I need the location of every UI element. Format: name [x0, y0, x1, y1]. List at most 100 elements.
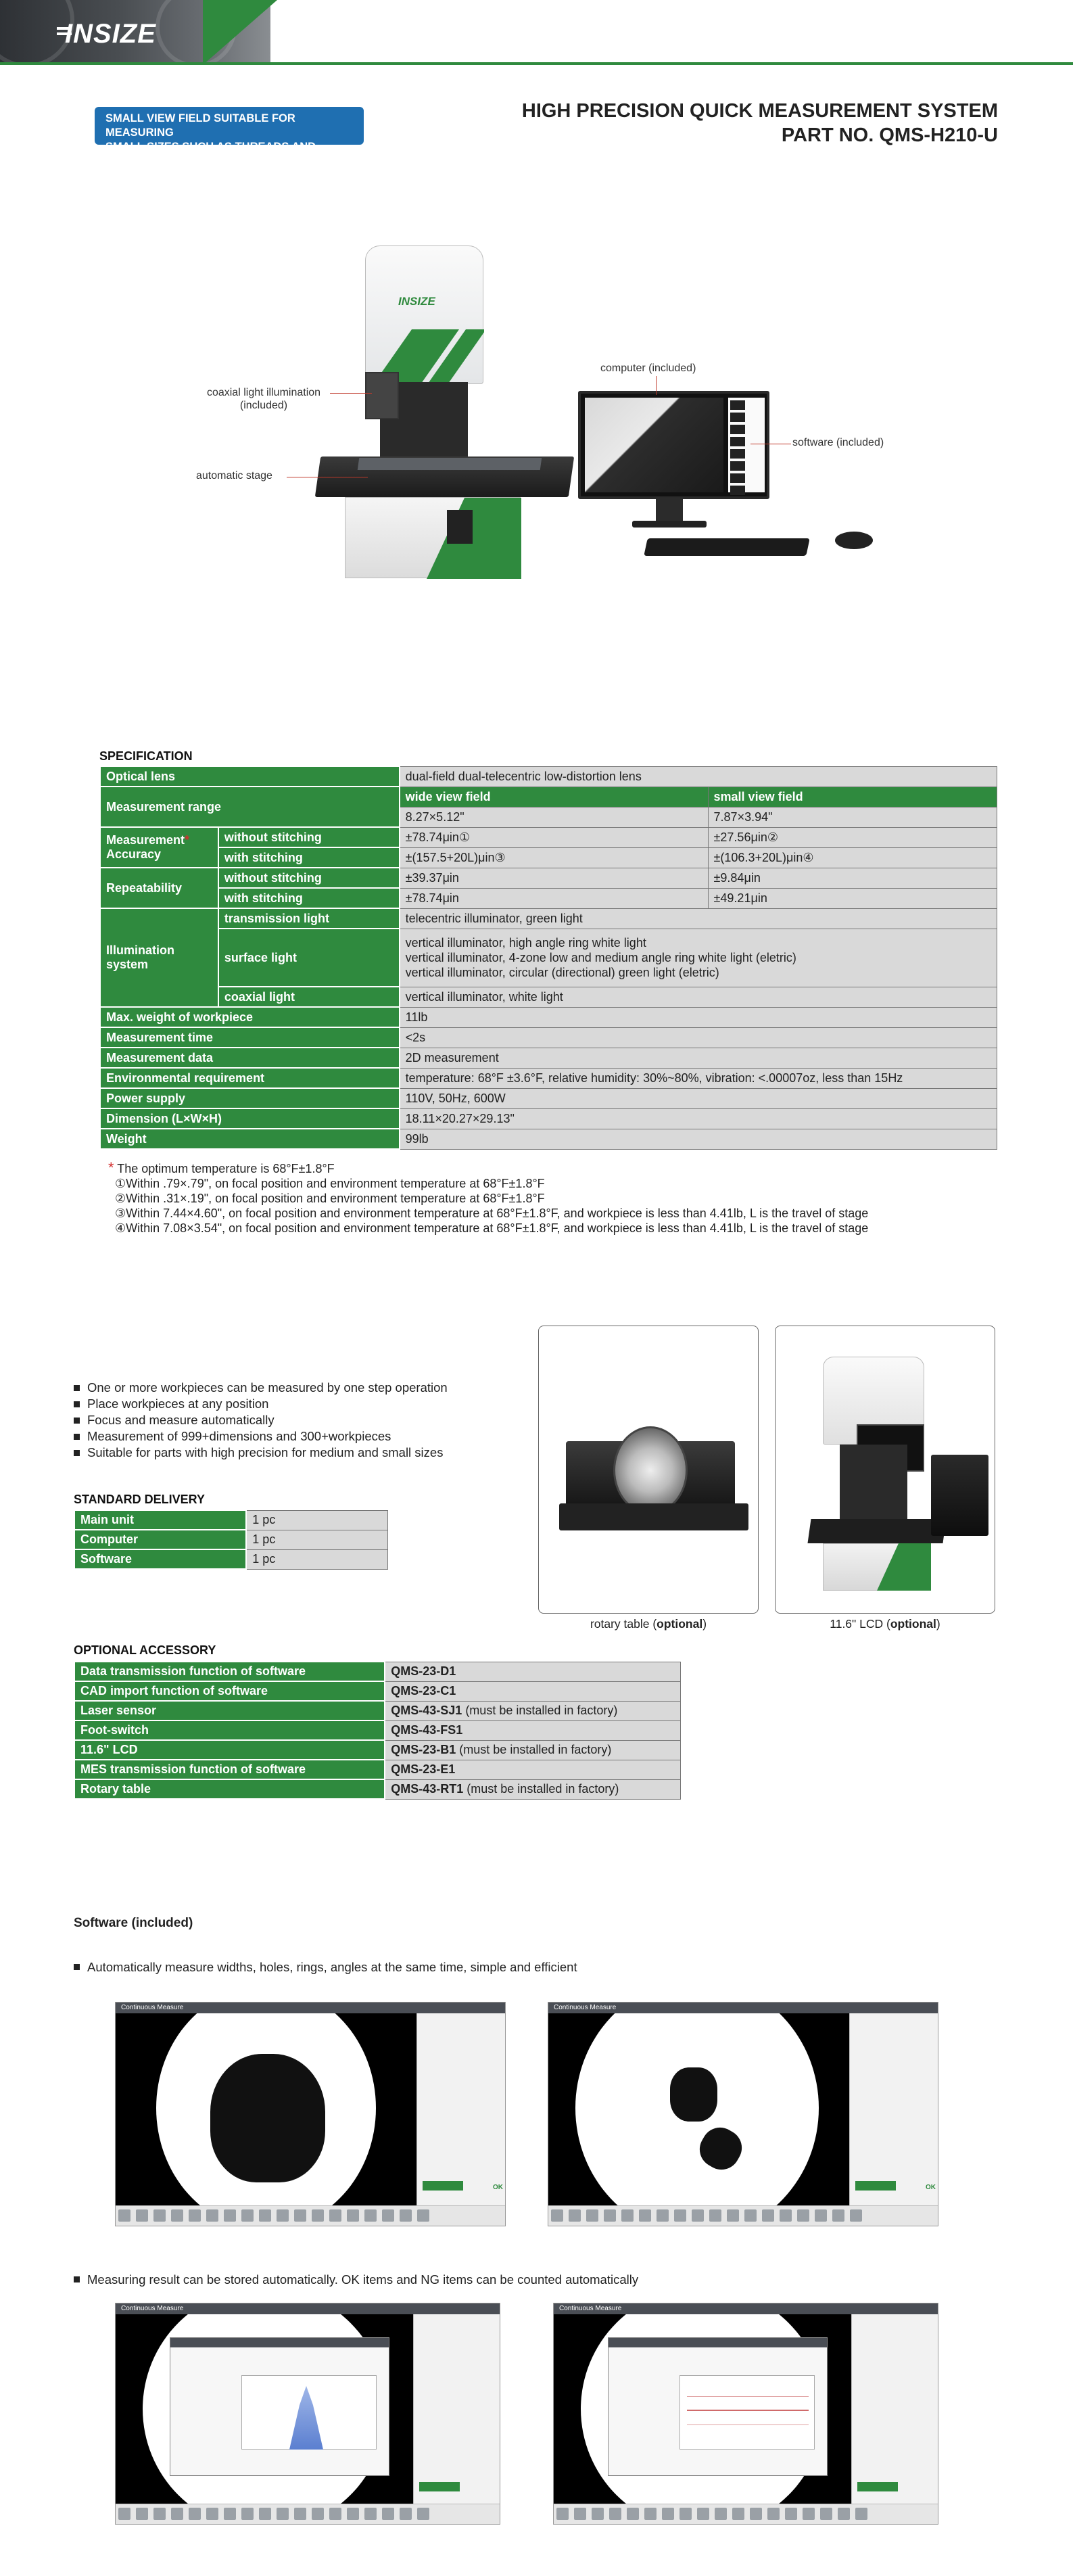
- accessory-code: QMS-43-RT1: [391, 1782, 464, 1796]
- spec-label: Optical lens: [99, 766, 400, 787]
- illumination-label-line-1: Illumination: [106, 943, 174, 957]
- callout-coaxial-line: [330, 393, 372, 394]
- spec-value: ±(106.3+20L)μin④: [707, 847, 998, 868]
- accessory-note: (must be installed in factory): [456, 1743, 612, 1756]
- software-panel: [728, 398, 765, 495]
- spec-value: ±78.74μin: [399, 887, 709, 909]
- histogram-plot: [241, 2375, 377, 2450]
- title-line-2: PART NO. QMS-H210-U: [781, 124, 998, 146]
- spec-footnotes: * The optimum temperature is 68°F±1.8°F …: [108, 1161, 868, 1236]
- software-screenshot-3: Continuous Measure: [115, 2303, 500, 2525]
- surface-value-3: vertical illuminator, circular (directio…: [405, 966, 719, 979]
- specification-heading: SPECIFICATION: [99, 749, 193, 763]
- window-title: Continuous Measure: [121, 2004, 184, 2011]
- spec-sublabel: with stitching: [217, 847, 400, 868]
- rotary-table-caption: rotary table (optional): [538, 1617, 759, 1631]
- lcd-caption-bold: optional: [890, 1617, 936, 1631]
- lcd-caption-text: 11.6" LCD (: [830, 1617, 890, 1631]
- accessory-item: Data transmission function of software: [73, 1661, 386, 1682]
- accessory-item: CAD import function of software: [73, 1681, 386, 1702]
- accessory-code-cell: QMS-23-B1 (must be installed in factory): [384, 1739, 682, 1760]
- spec-sublabel: without stitching: [217, 826, 400, 848]
- lcd-photo: [775, 1326, 995, 1614]
- spec-sublabel: transmission light: [217, 908, 400, 929]
- keyboard: [644, 538, 810, 556]
- spec-sublabel: coaxial light: [217, 986, 400, 1008]
- delivery-item: Main unit: [73, 1509, 247, 1530]
- spec-row-illumination-surface: surface light vertical illuminator, high…: [100, 928, 997, 987]
- window-titlebar: Continuous Measure: [116, 2003, 505, 2013]
- spec-row: Dimension (L×W×H)18.11×20.27×29.13": [99, 1108, 997, 1129]
- coaxial-light-unit: [365, 372, 399, 419]
- spec-label-illumination: Illumination system: [99, 908, 219, 1008]
- lcd-caption-close: ): [936, 1617, 940, 1631]
- accessory-code-cell: QMS-23-D1: [384, 1661, 682, 1682]
- machine-logo: INSIZE: [398, 295, 435, 308]
- spec-row-repeatability-with: with stitching ±78.74μin ±49.21μin: [100, 887, 998, 909]
- lcd-caption: 11.6" LCD (optional): [775, 1617, 995, 1631]
- footnote-1: ①Within .79×.79", on focal position and …: [115, 1177, 545, 1190]
- delivery-item: Software: [73, 1549, 247, 1570]
- software-screenshot-2: Continuous Measure OK: [548, 2002, 938, 2226]
- footnote-2: ②Within .31×.19", on focal position and …: [115, 1192, 545, 1205]
- brand-logo: INSIZE: [65, 19, 156, 49]
- spec-value: 2D measurement: [399, 1047, 997, 1069]
- software-bullet-2: Measuring result can be stored automatic…: [74, 2272, 638, 2287]
- spec-value: ±27.56μin②: [707, 826, 998, 848]
- delivery-qty: 1 pc: [245, 1509, 389, 1530]
- callout-coaxial-line-2: (included): [239, 400, 288, 411]
- accuracy-label-line-1: Measurement: [106, 833, 185, 847]
- accessory-code-cell: QMS-23-C1: [384, 1681, 682, 1702]
- spec-label: Measurement data: [99, 1047, 400, 1069]
- surface-value-1: vertical illuminator, high angle ring wh…: [405, 936, 646, 950]
- page-title: HIGH PRECISION QUICK MEASUREMENT SYSTEM …: [522, 99, 998, 147]
- standard-delivery-heading: STANDARD DELIVERY: [74, 1493, 206, 1506]
- spec-row-illumination-coaxial: coaxial light vertical illuminator, whit…: [100, 986, 997, 1008]
- window-title: Continuous Measure: [559, 2305, 622, 2312]
- rotary-table-base: [559, 1503, 748, 1530]
- spec-label: Max. weight of workpiece: [99, 1006, 400, 1028]
- spec-row-range-values: 8.27×5.12" 7.87×3.94": [100, 806, 998, 828]
- spec-value: ±(157.5+20L)μin③: [399, 847, 709, 868]
- callout-computer-line: [656, 376, 657, 395]
- spec-sublabel: with stitching: [217, 887, 400, 909]
- spec-value: 7.87×3.94": [707, 806, 998, 828]
- spec-label: Power supply: [99, 1087, 400, 1109]
- spec-row-illumination-transmission: Illumination system transmission light t…: [99, 908, 997, 1008]
- feature-badge: SMALL VIEW FIELD SUITABLE FOR MEASURING …: [95, 107, 364, 167]
- spec-label: Dimension (L×W×H): [99, 1108, 400, 1129]
- software-heading: Software (included): [74, 1916, 193, 1930]
- spec-label: Weight: [99, 1128, 400, 1150]
- software-bullet-1: Automatically measure widths, holes, rin…: [74, 1960, 577, 1975]
- spec-value: ±78.74μin①: [399, 826, 709, 848]
- spec-row-range-header: Measurement range wide view field small …: [99, 786, 998, 828]
- rotary-caption-text: rotary table (: [590, 1617, 657, 1631]
- result-panel: OK: [849, 2013, 938, 2207]
- window-title: Continuous Measure: [121, 2305, 184, 2312]
- window-titlebar: Continuous Measure: [554, 2303, 938, 2314]
- ok-status: OK: [493, 2184, 503, 2191]
- footnote-3: ③Within 7.44×4.60", on focal position an…: [115, 1207, 869, 1220]
- statistics-dialog: [608, 2337, 828, 2476]
- callout-stage: automatic stage: [196, 470, 272, 482]
- monitor-foot: [632, 521, 707, 528]
- spec-row-accuracy-without: Measurement* Accuracy without stitching …: [99, 826, 998, 868]
- header-divider: [0, 62, 1073, 65]
- spec-value: 110V, 50Hz, 600W: [399, 1087, 997, 1109]
- accessory-code: QMS-23-D1: [391, 1664, 456, 1678]
- accessory-item: Rotary table: [73, 1779, 386, 1800]
- ok-status: OK: [926, 2184, 936, 2191]
- callout-computer: computer (included): [600, 362, 696, 374]
- footnote-main: * The optimum temperature is 68°F±1.8°F: [108, 1161, 868, 1176]
- spec-value: ±9.84μin: [707, 867, 998, 889]
- result-panel: [851, 2314, 938, 2505]
- spec-label: Repeatability: [99, 867, 219, 909]
